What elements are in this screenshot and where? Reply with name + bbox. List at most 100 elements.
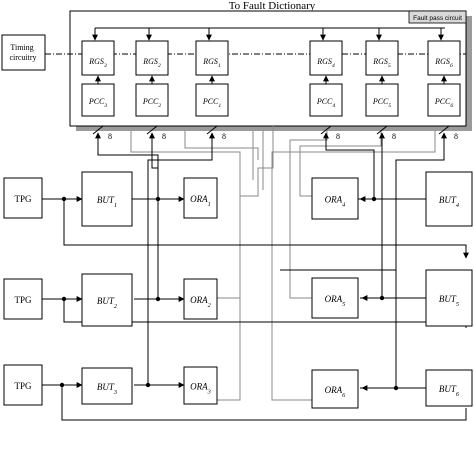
- rgs-block: [427, 40, 461, 76]
- timing-circuitry-box: [1, 34, 46, 71]
- bus-width-marks: 8 8 8 8 8 8: [92, 125, 458, 141]
- fault-pass-circuit-label: Fault pass circuit: [413, 15, 462, 22]
- tpg-label: TPG: [14, 194, 32, 204]
- rgs-label: RGS1: [202, 57, 221, 69]
- pcc-block: [365, 83, 399, 117]
- ora-label: ORA2: [190, 295, 212, 309]
- rgs-block: [365, 40, 399, 76]
- but-block: [81, 367, 133, 405]
- pcc-label-sub: 4: [332, 103, 335, 109]
- rgs-label-sub: 1: [218, 63, 221, 69]
- but-label: BUT4: [439, 195, 459, 209]
- bus-width-label: 8: [454, 132, 458, 141]
- ora-label: ORA6: [325, 385, 347, 399]
- rgs-block: [81, 40, 115, 76]
- ora-block: [311, 277, 359, 319]
- ora-label-sub: 2: [208, 302, 212, 309]
- pcc-block: [135, 83, 169, 117]
- ora-block: [311, 177, 359, 220]
- but-label: BUT6: [439, 384, 460, 398]
- rgs-block: [195, 40, 229, 76]
- but-label-base: BUT: [97, 382, 115, 392]
- pcc-label: PCC6: [434, 97, 454, 109]
- but-label-sub: 1: [114, 202, 117, 209]
- rgs-label-sub: 3: [103, 63, 107, 69]
- rgs-label-base: RGS: [434, 57, 450, 66]
- ora-label-base: ORA: [325, 385, 343, 395]
- rgs-block: [309, 40, 343, 76]
- but-block: [425, 269, 473, 327]
- pcc-label-base: PCC: [434, 97, 451, 106]
- rgs-label-sub: 2: [158, 63, 161, 69]
- pcc-label: PCC1: [202, 97, 222, 109]
- rgs-label: RGS5: [372, 57, 391, 69]
- tpg-block: [3, 364, 43, 406]
- but-label-base: BUT: [439, 294, 457, 304]
- but-label-base: BUT: [439, 195, 457, 205]
- rgs-label-base: RGS: [202, 57, 218, 66]
- but-label-sub: 3: [113, 389, 117, 396]
- timing-label-line-1: Timing: [10, 43, 33, 52]
- ora-label-sub: 1: [208, 201, 211, 208]
- but-label-base: BUT: [97, 195, 115, 205]
- but-block: [81, 171, 133, 227]
- pcc-label-sub: 1: [218, 103, 221, 109]
- ora-block: [311, 369, 359, 409]
- fault-pass-circuit-label-box: [408, 10, 467, 24]
- pcc-label: PCC3: [88, 97, 108, 109]
- but-label-sub: 4: [456, 202, 459, 209]
- diagram-title: To Fault Dictionary: [229, 0, 316, 12]
- but-label-sub: 2: [114, 303, 118, 310]
- rgs-label-sub: 5: [388, 63, 391, 69]
- pcc-label-sub: 2: [158, 103, 161, 109]
- tpg-label: TPG: [14, 295, 32, 305]
- pcc-label-base: PCC: [142, 97, 159, 106]
- pcc-label-base: PCC: [372, 97, 389, 106]
- rgs-label-base: RGS: [142, 57, 158, 66]
- secondary-wiring: [130, 125, 436, 401]
- tpg-block: [3, 177, 43, 219]
- bus-width-label: 8: [222, 132, 226, 141]
- but-label: BUT2: [97, 296, 118, 310]
- bus-width-label: 8: [108, 132, 112, 141]
- rgs-label: RGS3: [88, 57, 107, 69]
- but-block: [425, 369, 473, 407]
- rgs-label: RGS2: [142, 57, 161, 69]
- pcc-block: [427, 83, 461, 117]
- ora-label-sub: 5: [342, 301, 345, 308]
- but-block: [425, 171, 473, 227]
- rgs-label-sub: 4: [332, 63, 335, 69]
- tpg-blocks: TPG TPG TPG: [3, 177, 43, 406]
- but-label-base: BUT: [97, 296, 115, 306]
- timing-label-line-2: circuitry: [9, 53, 36, 62]
- ora-label-sub: 4: [342, 201, 345, 208]
- pcc-label-base: PCC: [316, 97, 333, 106]
- ora-label-base: ORA: [190, 194, 208, 204]
- pcc-block: [81, 83, 115, 117]
- pcc-label-sub: 6: [450, 103, 453, 109]
- tpg-label: TPG: [14, 381, 32, 391]
- ora-block: [183, 278, 218, 320]
- rgs-label-base: RGS: [372, 57, 388, 66]
- ora-label-base: ORA: [325, 294, 343, 304]
- rgs-label-base: RGS: [88, 57, 104, 66]
- ora-label: ORA5: [325, 294, 346, 308]
- pcc-label: PCC4: [316, 97, 336, 109]
- rgs-label: RGS4: [316, 57, 335, 69]
- pcc-label: PCC2: [142, 97, 162, 109]
- ora-label-sub: 6: [342, 392, 346, 399]
- but-label-sub: 5: [456, 301, 459, 308]
- bus-width-label: 8: [162, 132, 166, 141]
- pcc-block: [195, 83, 229, 117]
- pcc-block: [309, 83, 343, 117]
- bus-width-label: 8: [336, 132, 340, 141]
- but-label: BUT3: [97, 382, 117, 396]
- ora-label-base: ORA: [190, 295, 208, 305]
- rgs-label-sub: 6: [450, 63, 453, 69]
- junction-dots: [59, 196, 399, 391]
- pcc-label-sub: 3: [103, 103, 107, 109]
